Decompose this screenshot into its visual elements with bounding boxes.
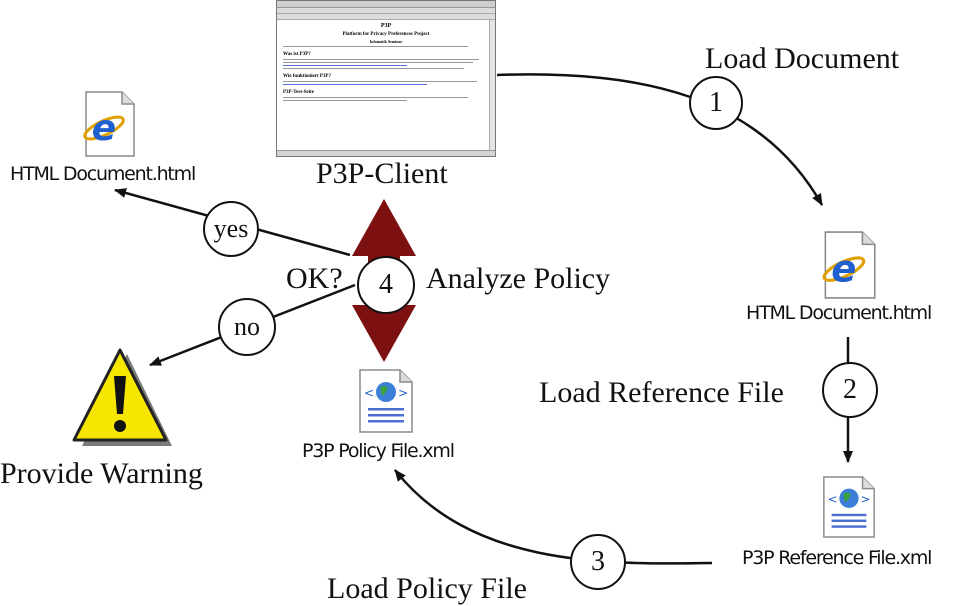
load-policy-arrow	[394, 469, 713, 565]
step1-badge: 1	[689, 76, 743, 130]
step3-badge: 3	[570, 534, 626, 590]
browser-menubar	[277, 1, 495, 8]
svg-text:<: <	[364, 386, 374, 400]
xml-file-icon: < >	[823, 476, 875, 538]
xml-file-icon: < >	[359, 369, 413, 433]
warning-label: Provide Warning	[0, 457, 203, 490]
html-doc-left-label: HTML Document.html	[10, 163, 196, 185]
ie-document-icon: e	[822, 231, 876, 299]
svg-text:>: >	[861, 492, 871, 506]
browser-page-subtitle: Platform for Privacy Preferences Project	[342, 32, 430, 37]
browser-toolbar	[277, 8, 495, 14]
html-doc-right-label: HTML Document.html	[746, 302, 932, 324]
svg-text:<: <	[828, 492, 838, 506]
ok-question-label: OK?	[286, 262, 343, 295]
browser-statusbar	[277, 150, 495, 156]
no-badge: no	[218, 298, 276, 356]
browser-content: P3P Platform for Privacy Preferences Pro…	[277, 20, 495, 156]
browser-scrollbar	[489, 20, 495, 156]
step4-label: Analyze Policy	[426, 262, 611, 295]
browser-page-title: P3P	[380, 23, 392, 29]
client-label: P3P-Client	[316, 157, 448, 190]
warning-icon	[72, 348, 172, 446]
step2-label: Load Reference File	[539, 376, 784, 409]
browser-addressbar	[277, 14, 495, 20]
browser-page-kicker: Infomatik Seminar	[369, 39, 403, 44]
policy-file-label: P3P Policy File.xml	[302, 440, 455, 462]
load-document-arrow	[496, 73, 824, 206]
svg-text:>: >	[398, 386, 408, 400]
step1-label: Load Document	[705, 42, 900, 75]
svg-text:e: e	[831, 247, 856, 290]
browser-section-1: Was ist P3P?	[283, 52, 311, 57]
step3-label: Load Policy File	[327, 572, 527, 605]
ie-document-icon: e	[83, 91, 135, 157]
browser-section-2: Wie funktioniert P3P?	[283, 74, 331, 79]
step2-badge: 2	[822, 362, 878, 418]
yes-badge: yes	[203, 201, 259, 257]
svg-text:e: e	[92, 108, 116, 149]
step4-badge: 4	[357, 256, 415, 314]
reference-file-label: P3P Reference File.xml	[742, 547, 932, 569]
browser-window: P3P Platform for Privacy Preferences Pro…	[276, 0, 496, 157]
browser-section-3: P3P-Test-Seite	[283, 90, 314, 95]
